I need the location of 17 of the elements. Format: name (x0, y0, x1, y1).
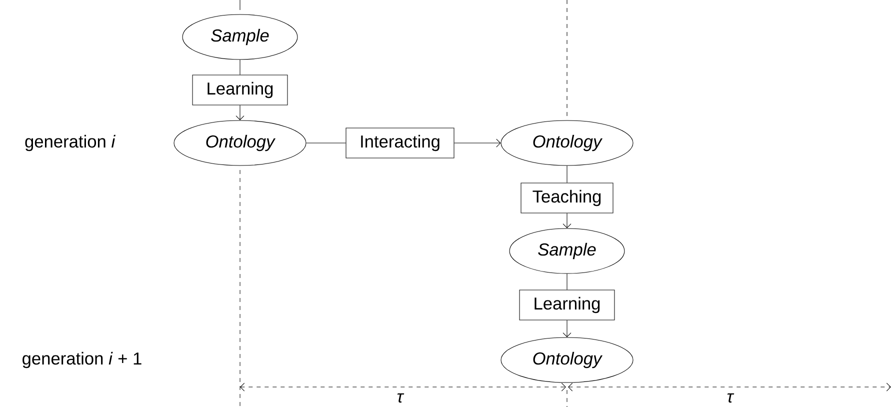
ellipse-node: Sample (509, 228, 625, 274)
duration-label: τ (397, 393, 404, 403)
generation-label: generation i + 1 (22, 352, 142, 368)
process-box: Learning (192, 74, 288, 106)
arrow (236, 105, 244, 120)
generation-label: generation i (25, 134, 116, 152)
process-box: Teaching (520, 182, 614, 214)
arrow (454, 138, 501, 148)
ellipse-node: Ontology (500, 120, 634, 166)
ellipse-node: Ontology (500, 337, 634, 383)
arrow (562, 213, 572, 228)
process-box: Interacting (346, 128, 454, 158)
ellipse-node: Ontology (174, 120, 306, 166)
process-box: Learning (519, 290, 615, 320)
ellipse-node: Sample (182, 14, 298, 60)
duration-label: τ (727, 393, 734, 403)
arrow (562, 320, 572, 338)
